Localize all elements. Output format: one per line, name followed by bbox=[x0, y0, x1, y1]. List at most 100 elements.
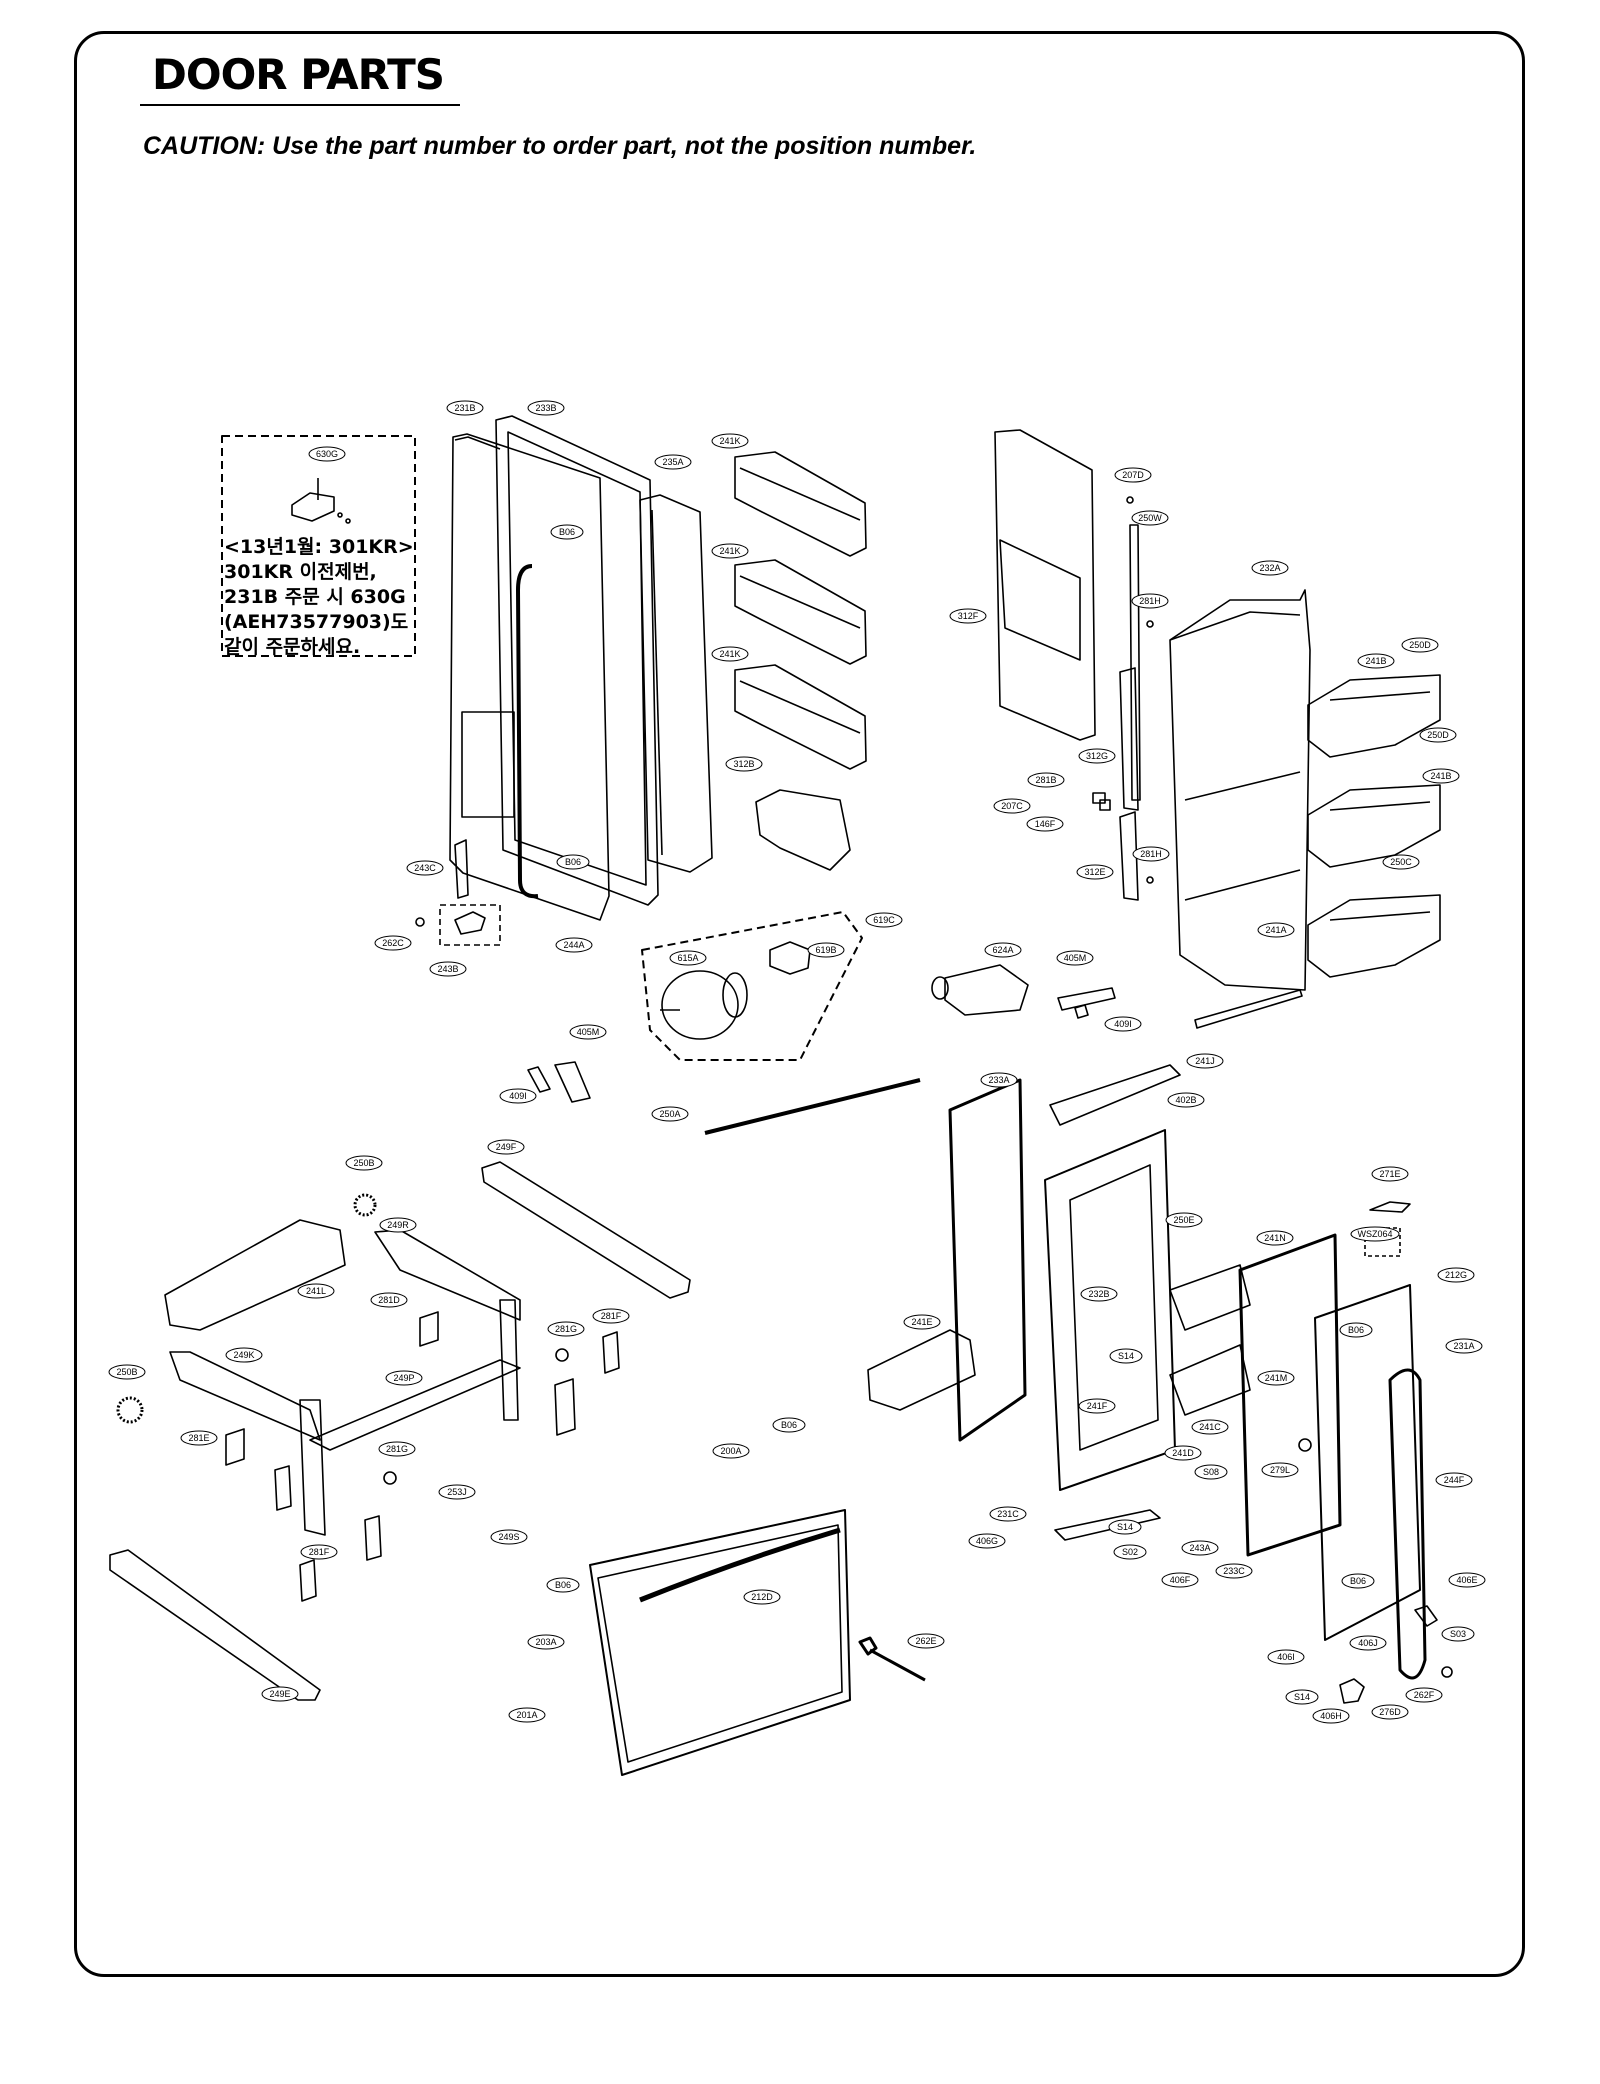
callout-bubble bbox=[1256, 1230, 1294, 1246]
door-bin-241k-2 bbox=[734, 559, 867, 665]
door-bin-250c bbox=[1307, 894, 1441, 978]
callout-244a: 244A bbox=[555, 937, 593, 953]
callout-label: 241K bbox=[719, 649, 740, 659]
callout-281f: 281F bbox=[592, 1308, 630, 1324]
callout-241f: 241F bbox=[1078, 1398, 1116, 1414]
left-door-gasket bbox=[495, 415, 659, 906]
screw-262c bbox=[415, 917, 425, 927]
callout-label: 241B bbox=[1365, 656, 1386, 666]
callout-b06: B06 bbox=[1339, 1322, 1373, 1338]
callout-250e: 250E bbox=[1165, 1212, 1203, 1228]
callout-249p: 249P bbox=[385, 1370, 423, 1386]
callout-bubble bbox=[1109, 1348, 1143, 1364]
callout-bubble bbox=[865, 912, 903, 928]
part-271e bbox=[1369, 1201, 1411, 1213]
callout-212d: 212D bbox=[743, 1589, 781, 1605]
callout-406f: 406F bbox=[1161, 1572, 1199, 1588]
callout-label: 402B bbox=[1175, 1095, 1196, 1105]
callout-231c: 231C bbox=[989, 1506, 1027, 1522]
callout-250c: 250C bbox=[1382, 854, 1420, 870]
callout-bubble bbox=[1422, 768, 1460, 784]
callout-label: B06 bbox=[781, 1420, 797, 1430]
callout-bubble bbox=[1267, 1649, 1305, 1665]
callout-bubble bbox=[712, 1443, 750, 1459]
callout-250d: 250D bbox=[1419, 727, 1457, 743]
post-right bbox=[499, 1299, 519, 1421]
shelf-241e bbox=[867, 1329, 976, 1411]
callout-s14: S14 bbox=[1108, 1519, 1142, 1535]
callout-402b: 402B bbox=[1167, 1092, 1205, 1108]
callout-label: 262F bbox=[1414, 1690, 1435, 1700]
callout-bubble bbox=[438, 1484, 476, 1500]
callout-label: S14 bbox=[1117, 1522, 1133, 1532]
callout-bubble bbox=[743, 1589, 781, 1605]
callout-label: 249E bbox=[269, 1689, 290, 1699]
callout-label: 200A bbox=[720, 1446, 741, 1456]
callout-bubble bbox=[1312, 1708, 1350, 1724]
part-281g-lower bbox=[383, 1471, 397, 1485]
callout-label: B06 bbox=[555, 1580, 571, 1590]
callout-250b: 250B bbox=[108, 1364, 146, 1380]
gasket-233c bbox=[1238, 1233, 1342, 1557]
bracket-253j bbox=[274, 1465, 292, 1511]
callout-bubble bbox=[1285, 1689, 1319, 1705]
callout-279l: 279L bbox=[1261, 1462, 1299, 1478]
callout-label: 406J bbox=[1358, 1638, 1378, 1648]
callout-241k: 241K bbox=[711, 543, 749, 559]
callout-312g: 312G bbox=[1078, 748, 1116, 764]
callout-label: S08 bbox=[1203, 1467, 1219, 1477]
washer-262f bbox=[1441, 1666, 1453, 1678]
callout-241k: 241K bbox=[711, 433, 749, 449]
callout-label: 232B bbox=[1088, 1289, 1109, 1299]
clip-281h-2 bbox=[1146, 876, 1154, 884]
clip-409i-left bbox=[527, 1066, 551, 1093]
strip-250w bbox=[1129, 524, 1141, 801]
callout-bubble bbox=[989, 1506, 1027, 1522]
callout-label: 212G bbox=[1445, 1270, 1467, 1280]
callout-label: 250D bbox=[1409, 640, 1431, 650]
callout-241b: 241B bbox=[1422, 768, 1460, 784]
callout-bubble bbox=[669, 950, 707, 966]
callout-276d: 276D bbox=[1371, 1704, 1409, 1720]
callout-bubble bbox=[1131, 510, 1169, 526]
callout-bubble bbox=[907, 1633, 945, 1649]
callout-label: 281F bbox=[309, 1547, 330, 1557]
callout-label: 241N bbox=[1264, 1233, 1286, 1243]
inset-note: 630G <13년1월: 301KR> 301KR 이전제번, 231B 주문 … bbox=[224, 446, 414, 658]
callout-label: 406G bbox=[976, 1536, 998, 1546]
callout-label: 281H bbox=[1140, 849, 1162, 859]
callout-label: 241L bbox=[306, 1286, 326, 1296]
bracket-281e bbox=[225, 1428, 245, 1466]
page-frame bbox=[74, 31, 1525, 1977]
assembly-619c-box bbox=[641, 911, 863, 1061]
callout-label: 244F bbox=[1444, 1475, 1465, 1485]
frame-241j-top bbox=[1049, 1064, 1181, 1126]
callout-281h: 281H bbox=[1131, 593, 1169, 609]
callout-207c: 207C bbox=[993, 798, 1031, 814]
callout-label: B06 bbox=[565, 857, 581, 867]
callout-s14: S14 bbox=[1109, 1348, 1143, 1364]
door-outer-231a bbox=[1314, 1284, 1421, 1641]
callout-bubble bbox=[980, 1072, 1018, 1088]
door-frame-231c bbox=[1044, 1129, 1176, 1491]
callout-bubble bbox=[1341, 1573, 1375, 1589]
callout-244f: 244F bbox=[1435, 1472, 1473, 1488]
handle-244f bbox=[1388, 1368, 1427, 1680]
callout-label: 201A bbox=[516, 1710, 537, 1720]
callout-bubble bbox=[108, 1364, 146, 1380]
callout-241b: 241B bbox=[1357, 653, 1395, 669]
clip-405m-left bbox=[554, 1061, 591, 1103]
callout-bubble bbox=[1257, 922, 1295, 938]
callout-label: 406I bbox=[1277, 1652, 1295, 1662]
part-281b bbox=[1092, 792, 1106, 804]
callout-label: 619C bbox=[873, 915, 895, 925]
callout-bubble bbox=[807, 942, 845, 958]
valve-619b bbox=[769, 941, 811, 975]
callout-406g: 406G bbox=[968, 1533, 1006, 1549]
callout-s14: S14 bbox=[1285, 1689, 1319, 1705]
clip-281h-1 bbox=[1146, 620, 1154, 628]
callout-bubble bbox=[297, 1283, 335, 1299]
callout-label: S02 bbox=[1122, 1547, 1138, 1557]
